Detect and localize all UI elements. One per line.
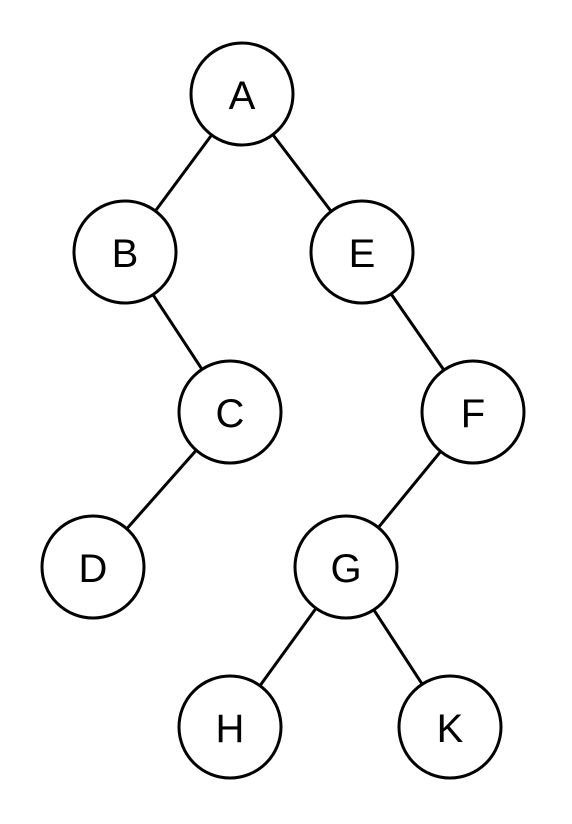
node-circle-f bbox=[420, 359, 526, 465]
node-label-f: F bbox=[461, 392, 485, 436]
edge-b-c bbox=[151, 293, 204, 371]
edge-a-e bbox=[271, 133, 333, 213]
tree-node-g: G bbox=[293, 514, 399, 620]
edges-layer bbox=[125, 133, 446, 688]
tree-node-d: D bbox=[40, 514, 146, 620]
nodes-layer: A B E C F D G H K bbox=[40, 41, 526, 780]
node-label-c: C bbox=[216, 392, 245, 436]
edge-a-b bbox=[153, 133, 214, 213]
node-circle-c bbox=[177, 359, 283, 465]
node-label-k: K bbox=[437, 707, 464, 751]
node-circle-k bbox=[397, 674, 503, 780]
node-label-e: E bbox=[349, 232, 376, 276]
edge-e-f bbox=[389, 292, 446, 372]
node-circle-a bbox=[189, 41, 295, 147]
node-circle-b bbox=[72, 199, 178, 305]
node-circle-g bbox=[293, 514, 399, 620]
node-label-b: B bbox=[112, 232, 139, 276]
node-circle-e bbox=[309, 199, 415, 305]
edge-g-k bbox=[372, 608, 424, 686]
node-label-h: H bbox=[216, 707, 245, 751]
tree-node-k: K bbox=[397, 674, 503, 780]
tree-node-h: H bbox=[177, 674, 283, 780]
node-label-a: A bbox=[229, 74, 256, 118]
tree-node-e: E bbox=[309, 199, 415, 305]
edge-g-h bbox=[258, 606, 318, 688]
tree-node-a: A bbox=[189, 41, 295, 147]
node-circle-h bbox=[177, 674, 283, 780]
tree-node-c: C bbox=[177, 359, 283, 465]
node-label-g: G bbox=[330, 547, 361, 591]
tree-node-f: F bbox=[420, 359, 526, 465]
node-circle-d bbox=[40, 514, 146, 620]
edge-f-g bbox=[376, 449, 443, 530]
tree-node-b: B bbox=[72, 199, 178, 305]
node-label-d: D bbox=[79, 547, 108, 591]
edge-c-d bbox=[125, 448, 198, 531]
